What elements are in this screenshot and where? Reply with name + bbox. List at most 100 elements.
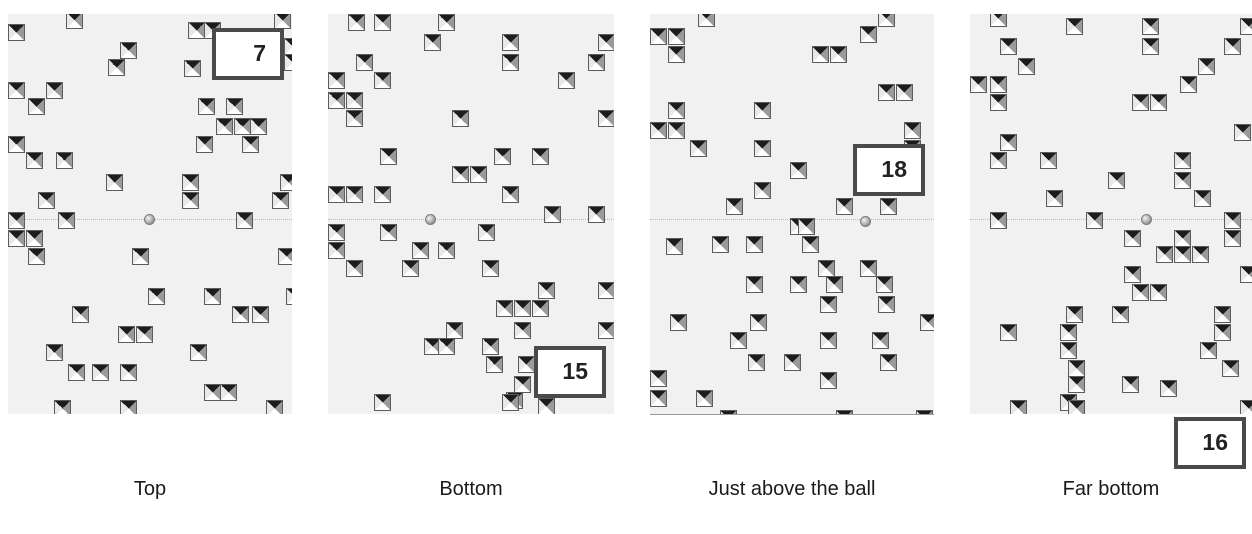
stud-block bbox=[726, 198, 743, 215]
stud-block bbox=[1068, 360, 1085, 377]
stud-block bbox=[232, 306, 249, 323]
stud-block bbox=[66, 14, 83, 29]
stud-block bbox=[588, 54, 605, 71]
stud-block bbox=[190, 344, 207, 361]
stud-block bbox=[220, 384, 237, 401]
stud-block bbox=[1132, 94, 1149, 111]
stud-block bbox=[1068, 400, 1085, 414]
stud-block bbox=[802, 236, 819, 253]
stud-block bbox=[598, 34, 614, 51]
stud-block bbox=[650, 370, 667, 387]
stud-block bbox=[328, 186, 345, 203]
stud-block bbox=[470, 166, 487, 183]
stud-block bbox=[1060, 324, 1077, 341]
stud-block bbox=[68, 364, 85, 381]
stud-block bbox=[356, 54, 373, 71]
ball bbox=[144, 214, 155, 225]
ball bbox=[425, 214, 436, 225]
score-box: 7 bbox=[212, 28, 284, 80]
stud-block bbox=[1198, 58, 1215, 75]
stud-block bbox=[1150, 94, 1167, 111]
stud-block bbox=[234, 118, 251, 135]
stud-block bbox=[904, 122, 921, 139]
stud-block bbox=[1200, 342, 1217, 359]
stud-block bbox=[502, 34, 519, 51]
stud-block bbox=[860, 260, 877, 277]
stud-block bbox=[1018, 58, 1035, 75]
stud-block bbox=[346, 186, 363, 203]
stud-block bbox=[1112, 306, 1129, 323]
stud-block bbox=[236, 212, 253, 229]
stud-block bbox=[148, 288, 165, 305]
stud-block bbox=[374, 14, 391, 31]
stud-block bbox=[1124, 266, 1141, 283]
stud-block bbox=[598, 282, 614, 299]
stud-block bbox=[666, 238, 683, 255]
stud-block bbox=[380, 224, 397, 241]
stud-block bbox=[990, 94, 1007, 111]
stud-block bbox=[118, 326, 135, 343]
stud-block bbox=[188, 22, 205, 39]
stud-block bbox=[750, 314, 767, 331]
stud-block bbox=[1000, 134, 1017, 151]
stud-block bbox=[588, 206, 605, 223]
stud-block bbox=[272, 192, 289, 209]
stud-block bbox=[182, 192, 199, 209]
stud-block bbox=[452, 110, 469, 127]
stud-block bbox=[1066, 306, 1083, 323]
stud-block bbox=[278, 248, 292, 265]
stud-block bbox=[380, 148, 397, 165]
stud-block bbox=[1180, 76, 1197, 93]
stud-block bbox=[348, 14, 365, 31]
stud-block bbox=[1240, 18, 1252, 35]
stud-block bbox=[1160, 380, 1177, 397]
stud-block bbox=[106, 174, 123, 191]
game-panel-top: 7 bbox=[8, 14, 292, 414]
stud-block bbox=[798, 218, 815, 235]
stud-block bbox=[876, 276, 893, 293]
stud-block bbox=[650, 390, 667, 407]
stud-block bbox=[502, 54, 519, 71]
stud-block bbox=[120, 364, 137, 381]
stud-block bbox=[784, 354, 801, 371]
ball-level-line bbox=[970, 219, 1252, 220]
stud-block bbox=[8, 136, 25, 153]
stud-block bbox=[860, 26, 877, 43]
stud-block bbox=[1142, 38, 1159, 55]
stud-block bbox=[1000, 324, 1017, 341]
stud-block bbox=[880, 354, 897, 371]
stud-block bbox=[346, 260, 363, 277]
stud-block bbox=[1132, 284, 1149, 301]
game-panel-far-bottom bbox=[970, 14, 1252, 414]
stud-block bbox=[280, 174, 292, 191]
stud-block bbox=[746, 236, 763, 253]
stud-block bbox=[1010, 400, 1027, 414]
stud-block bbox=[8, 212, 25, 229]
stud-block bbox=[538, 398, 555, 414]
stud-block bbox=[58, 212, 75, 229]
stud-block bbox=[54, 400, 71, 414]
stud-block bbox=[818, 260, 835, 277]
stud-block bbox=[38, 192, 55, 209]
stud-block bbox=[56, 152, 73, 169]
stud-block bbox=[748, 354, 765, 371]
stud-block bbox=[1174, 172, 1191, 189]
stud-block bbox=[990, 76, 1007, 93]
stud-block bbox=[226, 98, 243, 115]
stud-block bbox=[754, 102, 771, 119]
stud-block bbox=[374, 394, 391, 411]
stud-block bbox=[374, 72, 391, 89]
stud-block bbox=[598, 110, 614, 127]
stud-block bbox=[668, 28, 685, 45]
stud-block bbox=[746, 276, 763, 293]
stud-block bbox=[1046, 190, 1063, 207]
stud-block bbox=[412, 242, 429, 259]
stud-block bbox=[266, 400, 283, 414]
stud-block bbox=[872, 332, 889, 349]
stud-block bbox=[754, 182, 771, 199]
stud-block bbox=[754, 140, 771, 157]
stud-block bbox=[1040, 152, 1057, 169]
stud-block bbox=[328, 224, 345, 241]
stud-block bbox=[26, 230, 43, 247]
stud-block bbox=[650, 122, 667, 139]
